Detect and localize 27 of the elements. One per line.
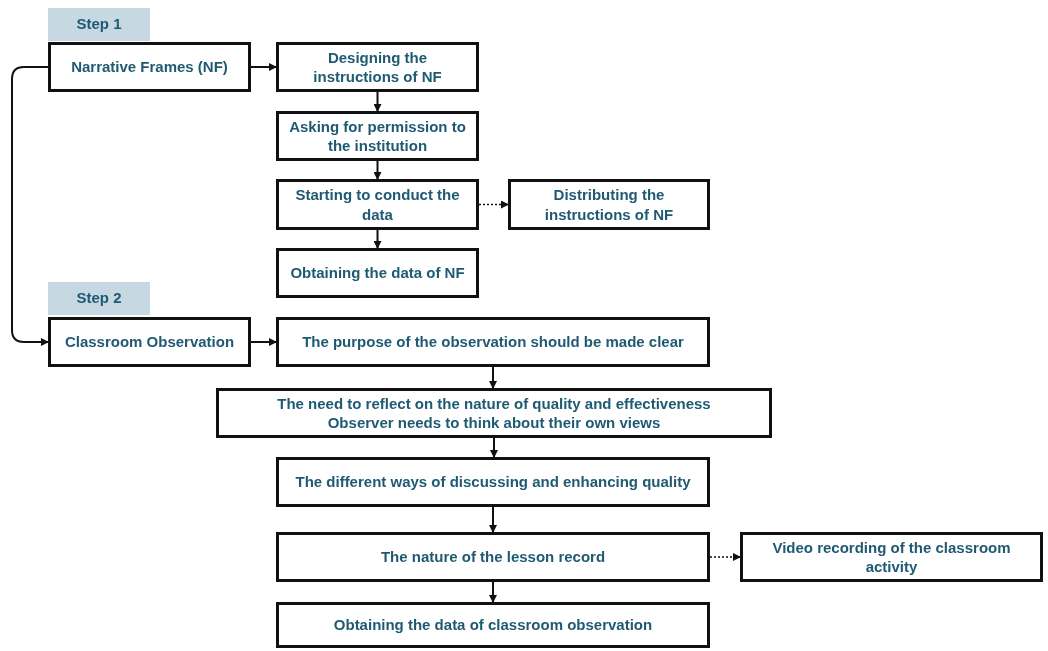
process-box: Video recording of the classroom activity	[740, 532, 1043, 582]
arrow	[250, 63, 277, 71]
process-box: Narrative Frames (NF)	[48, 42, 251, 92]
process-box: The purpose of the observation should be made clear	[276, 317, 710, 367]
process-box: Obtaining the data of NF	[276, 248, 479, 298]
process-box: Obtaining the data of classroom observation	[276, 602, 710, 648]
arrow	[478, 200, 509, 209]
process-box: The nature of the lesson record	[276, 532, 710, 582]
arrow	[489, 506, 497, 533]
arrow	[373, 160, 382, 180]
process-box: The need to reflect on the nature of quality and effectiveness Observer needs to think about their own views	[216, 388, 772, 438]
arrow	[250, 338, 277, 346]
step-tab: Step 2	[48, 282, 150, 315]
process-box: Starting to conduct the data	[276, 179, 479, 230]
process-box: Asking for permission to the institution	[276, 111, 479, 161]
process-box: The different ways of discussing and enhancing quality	[276, 457, 710, 507]
arrow	[489, 366, 497, 389]
process-box: Distributing the instructions of NF	[508, 179, 710, 230]
arrow	[490, 437, 498, 458]
step-tab: Step 1	[48, 8, 150, 41]
process-box: Classroom Observation	[48, 317, 251, 367]
arrow	[373, 91, 382, 112]
arrow	[709, 553, 741, 561]
arrow	[11, 66, 49, 346]
arrow	[373, 229, 382, 249]
process-box: Designing the instructions of NF	[276, 42, 479, 92]
arrow	[489, 581, 497, 603]
